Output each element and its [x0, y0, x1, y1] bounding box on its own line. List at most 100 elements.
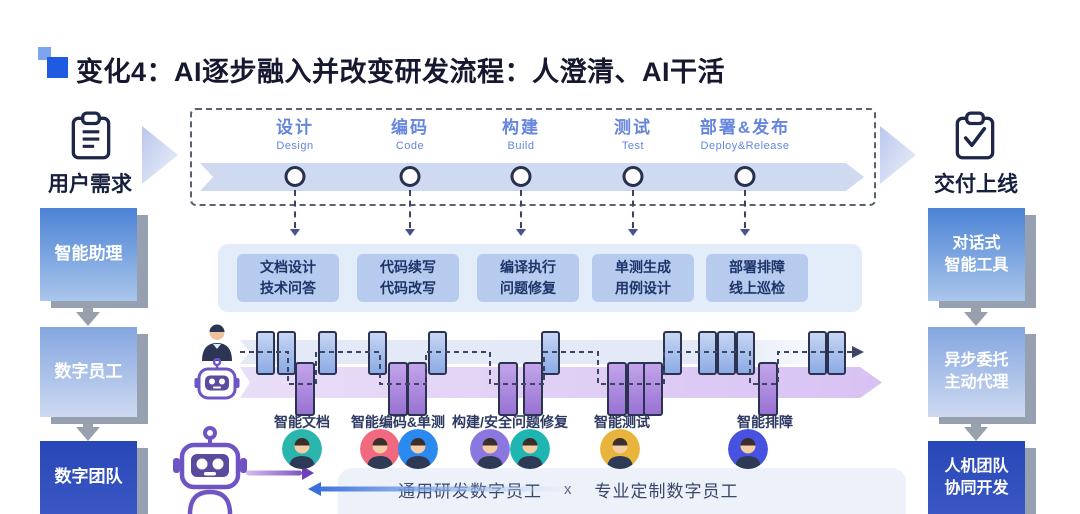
capability-line1: 部署排障 [729, 259, 785, 275]
human-task-bar [318, 331, 337, 375]
avatar [510, 429, 550, 469]
right-box-conversational-tools: 对话式 智能工具 [928, 208, 1025, 301]
chevron-right-icon [880, 126, 916, 189]
human-task-bar [808, 331, 827, 375]
ai-capability-group-label: 构建/安全问题修复 [452, 414, 568, 430]
ai-task-bar [498, 362, 518, 416]
right-box-1-line1: 异步委托 [944, 352, 1009, 370]
human-task-bar [256, 331, 275, 375]
arrow-down-icon [962, 417, 990, 447]
avatar [728, 429, 768, 469]
ai-task-bar [407, 362, 427, 416]
avatar [360, 429, 400, 469]
capability-box: 部署排障线上巡检 [706, 254, 808, 302]
stage-label-en: Deploy&Release [700, 140, 790, 152]
arrow-down-icon [962, 302, 990, 332]
capability-box: 代码续写代码改写 [357, 254, 459, 302]
start-label: 用户需求 [48, 173, 132, 196]
human-task-bar [541, 331, 560, 375]
robot-icon [170, 426, 250, 514]
ai-capability-group-label: 智能文档 [274, 414, 330, 430]
avatar [600, 429, 640, 469]
right-box-async-agent: 异步委托 主动代理 [928, 327, 1025, 417]
right-box-2-line2: 协同开发 [944, 479, 1009, 497]
pipeline-stage: 设计 Design [276, 113, 314, 152]
clipboard-check-icon [950, 110, 1000, 169]
stage-connector-arrowhead [290, 229, 300, 236]
ai-task-bar [607, 362, 627, 416]
robot-icon [193, 357, 241, 407]
capability-line2: 代码改写 [380, 280, 436, 296]
avatar [398, 429, 438, 469]
ai-task-bar [295, 362, 315, 416]
pipeline-stage: 测试 Test [614, 113, 652, 152]
left-box-digital-worker-label: 数字员工 [54, 361, 123, 381]
stage-label-en: Test [621, 140, 645, 152]
right-box-human-ai-team: 人机团队 协同开发 [928, 441, 1025, 514]
left-box-digital-team: 数字团队 [40, 441, 137, 514]
ai-capability-group-label: 智能编码&单测 [350, 414, 446, 430]
stage-label-zh: 设计 [276, 118, 314, 137]
stage-milestone-circle [284, 166, 306, 187]
avatar [470, 429, 510, 469]
person-icon [199, 321, 235, 366]
ai-capability-group-label: 智能测试 [594, 414, 650, 430]
stage-connector-line [294, 190, 296, 228]
stage-label-en: Code [395, 140, 425, 152]
stage-milestone-circle [510, 166, 532, 187]
pipeline-stage: 构建 Build [502, 113, 540, 152]
capability-line1: 文档设计 [260, 259, 316, 275]
stage-label-en: Design [276, 140, 314, 152]
capability-line2: 问题修复 [500, 280, 556, 296]
bottom-caption-right: 专业定制数字员工 [594, 482, 739, 501]
capability-line1: 代码续写 [380, 259, 436, 275]
stage-connector-line [744, 190, 746, 228]
title-accent-square-dark [47, 57, 68, 78]
left-box-digital-worker: 数字员工 [40, 327, 137, 417]
stage-label-en: Build [507, 140, 535, 152]
pipeline-frame [190, 108, 876, 206]
ai-capability-group-label: 智能排障 [737, 414, 793, 430]
arrow-down-icon [74, 302, 102, 332]
end-label: 交付上线 [934, 173, 1018, 196]
stage-label-zh: 编码 [391, 118, 429, 137]
stage-connector-line [409, 190, 411, 228]
pipeline-stage: 编码 Code [391, 113, 429, 152]
capability-line2: 技术问答 [260, 280, 316, 296]
left-box-assistant-label: 智能助理 [54, 244, 123, 264]
stage-milestone-circle [622, 166, 644, 187]
arrow-down-icon [74, 417, 102, 447]
ai-task-bar [758, 362, 778, 416]
stage-connector-line [520, 190, 522, 228]
capability-line2: 线上巡检 [729, 280, 785, 296]
stage-connector-arrowhead [405, 229, 415, 236]
stage-label-zh: 部署&发布 [699, 118, 791, 137]
stage-connector-arrowhead [740, 229, 750, 236]
right-box-1-line2: 主动代理 [944, 374, 1009, 391]
capability-line2: 用例设计 [615, 280, 671, 296]
capability-box: 文档设计技术问答 [237, 254, 339, 302]
stage-connector-arrowhead [516, 229, 526, 236]
ai-task-bar [523, 362, 543, 416]
avatar [282, 429, 322, 469]
arrow-right-purple-icon [246, 466, 314, 485]
stage-label-zh: 构建 [502, 118, 540, 137]
stage-connector-arrowhead [628, 229, 638, 236]
stage-label-zh: 测试 [614, 118, 652, 137]
handoff-dashed-path [240, 346, 864, 385]
ai-task-bar [643, 362, 663, 416]
human-task-bar [827, 331, 846, 375]
capability-box: 编译执行问题修复 [477, 254, 579, 302]
pipeline-stage: 部署&发布 Deploy&Release [700, 113, 790, 152]
title-accent-square-light [38, 47, 51, 60]
left-box-assistant: 智能助理 [40, 208, 137, 301]
right-box-0-line1: 对话式 [952, 234, 1001, 252]
stage-milestone-circle [734, 166, 756, 187]
clipboard-icon [66, 110, 116, 169]
capability-box: 单测生成用例设计 [592, 254, 694, 302]
stage-connector-line [632, 190, 634, 228]
capability-line1: 单测生成 [615, 259, 671, 275]
right-box-2-line1: 人机团队 [944, 457, 1009, 475]
stage-milestone-circle [399, 166, 421, 187]
